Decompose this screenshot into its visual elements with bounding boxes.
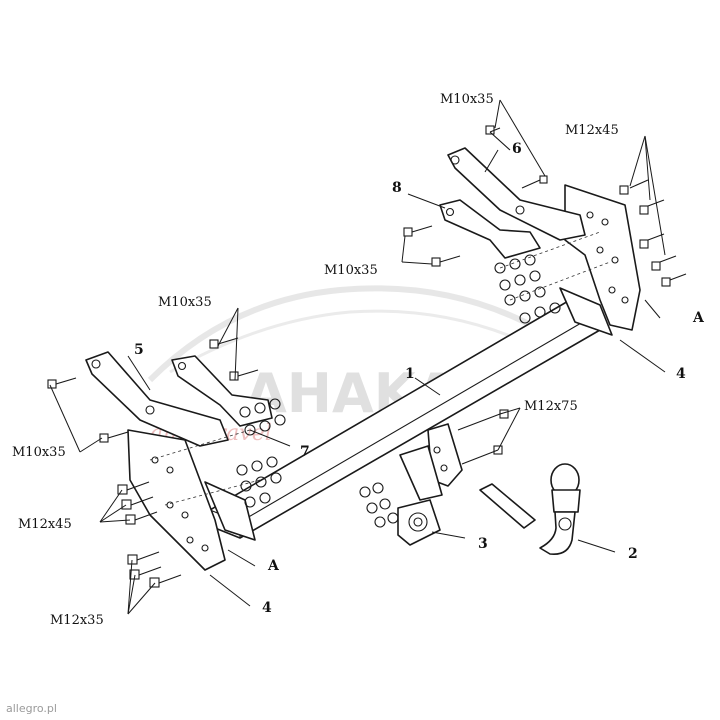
label-m10x35-left: M10x35 (158, 295, 212, 310)
right-side-plate (559, 184, 641, 336)
label-part-5: 5 (134, 342, 144, 358)
right-bracket-8 (439, 199, 541, 259)
left-arm-5 (85, 351, 229, 447)
label-a-right: A (692, 310, 705, 326)
label-part-4-left: 4 (262, 600, 272, 616)
label-part-7: 7 (300, 444, 310, 460)
label-part-2: 2 (628, 546, 638, 562)
label-part-3: 3 (478, 536, 488, 552)
label-m12x35: M12x35 (50, 613, 104, 628)
label-part-6: 6 (512, 141, 522, 157)
label-part-8: 8 (392, 180, 402, 196)
label-a-left: A (267, 558, 280, 574)
leader-lines (49, 99, 666, 615)
tow-ball-2 (479, 463, 581, 556)
label-m12x75: M12x75 (524, 399, 578, 414)
label-m10x35-top: M10x35 (440, 92, 494, 107)
labels: M10x35 M12x45 6 8 M10x35 A 4 M10x35 5 1 … (12, 92, 705, 628)
label-m10x35-far-left: M10x35 (12, 445, 66, 460)
socket-plate-3 (397, 499, 441, 546)
label-m10x35-mid: M10x35 (324, 263, 378, 278)
left-bracket-7 (171, 355, 273, 427)
left-side-plate (127, 429, 256, 571)
label-m12x45-top: M12x45 (565, 123, 619, 138)
label-m12x45-left: M12x45 (18, 517, 72, 532)
label-part-1: 1 (405, 366, 415, 382)
right-arm-6 (447, 147, 586, 241)
label-part-4-right: 4 (676, 366, 686, 382)
credit-text: allegro.pl (6, 702, 57, 715)
